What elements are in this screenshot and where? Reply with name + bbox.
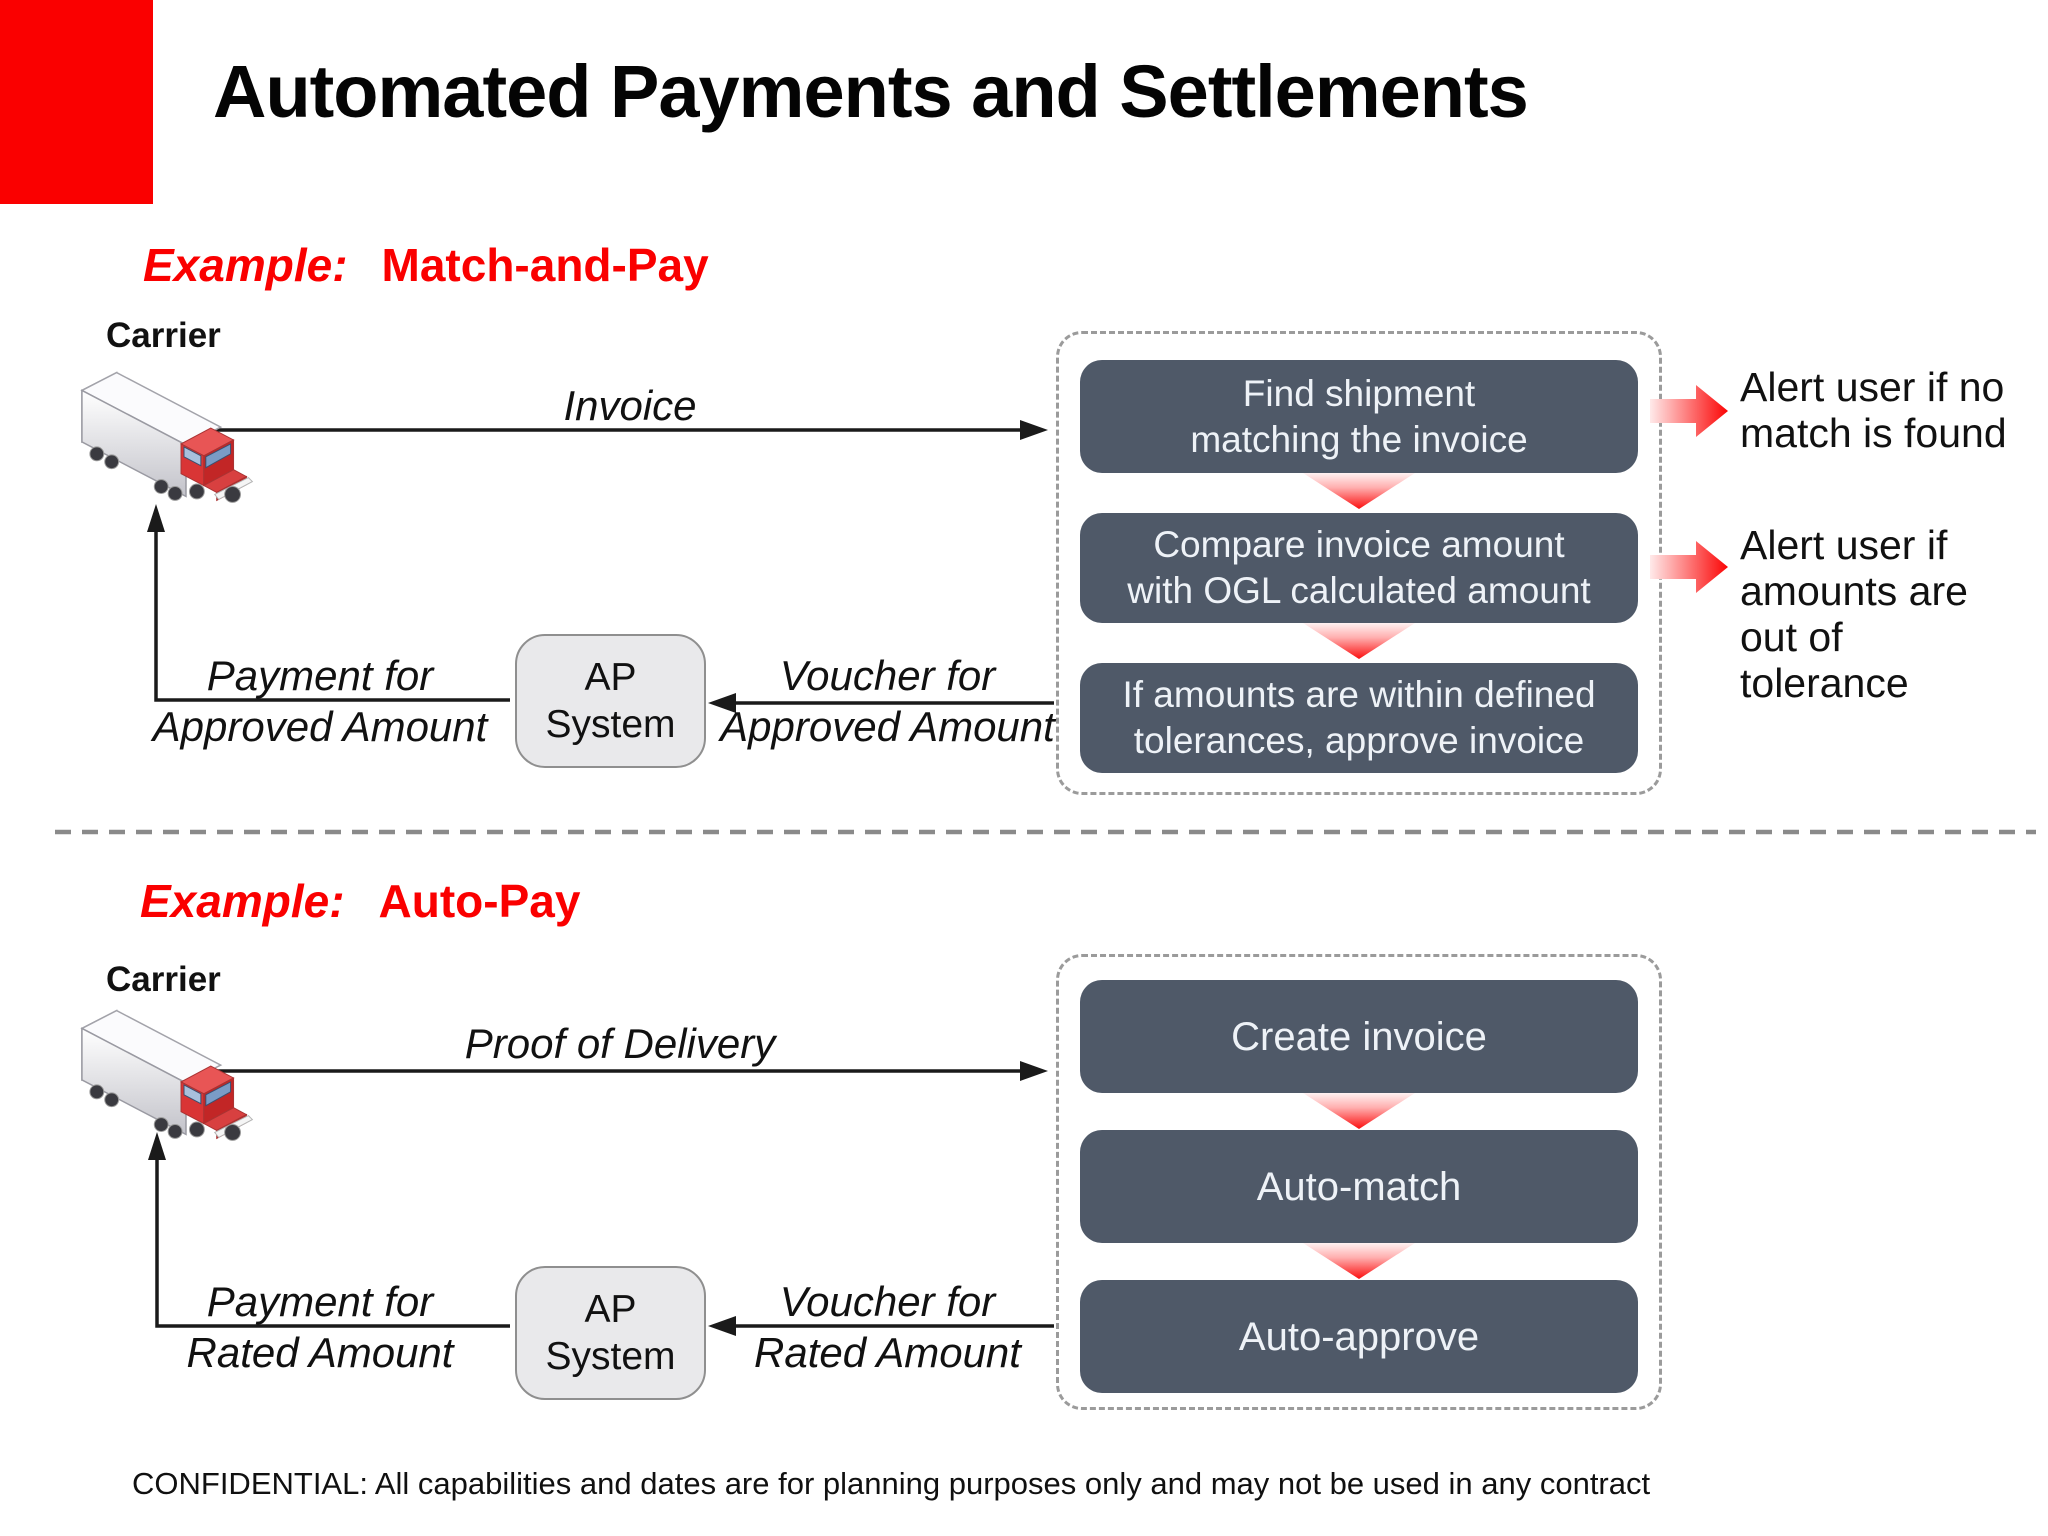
step-create-invoice: Create invoice <box>1080 980 1638 1093</box>
process-container-auto: Create invoice Auto-match Auto-approve <box>1056 954 1662 1410</box>
red-arrow-down-icon <box>1303 1243 1415 1279</box>
red-arrow-right-icon <box>1650 541 1728 593</box>
invoice-flow-label: Invoice <box>563 382 697 429</box>
heading-prefix: Example: <box>143 239 348 291</box>
step-auto-match: Auto-match <box>1080 1130 1638 1243</box>
voucher-label-auto: Voucher for Rated Amount <box>754 1278 1021 1376</box>
red-arrow-down-icon <box>1303 1093 1415 1129</box>
heading-name: Match-and-Pay <box>381 239 709 291</box>
ap-system-box-match: AP System <box>515 634 706 768</box>
voucher-label-match: Voucher for Approved Amount <box>720 652 1055 750</box>
step-compare-amounts: Compare invoice amount with OGL calculat… <box>1080 513 1638 623</box>
heading-auto-pay: Example: Auto-Pay <box>140 874 580 928</box>
heading-prefix: Example: <box>140 875 345 927</box>
process-container-match: Find shipment matching the invoice Compa… <box>1056 331 1662 795</box>
confidential-footer: CONFIDENTIAL: All capabilities and dates… <box>132 1466 1651 1501</box>
alert-out-of-tolerance: Alert user if amounts are out of toleran… <box>1740 522 1968 706</box>
step-approve-invoice: If amounts are within defined tolerances… <box>1080 663 1638 773</box>
brand-corner-block <box>0 0 153 204</box>
truck-icon <box>80 1009 254 1141</box>
payment-label-match: Payment for Approved Amount <box>152 652 488 750</box>
red-arrow-down-icon <box>1303 473 1415 509</box>
step-find-shipment: Find shipment matching the invoice <box>1080 360 1638 473</box>
proof-of-delivery-label: Proof of Delivery <box>464 1020 776 1067</box>
heading-name: Auto-Pay <box>378 875 581 927</box>
alert-no-match: Alert user if no match is found <box>1740 364 2007 456</box>
truck-icon <box>80 371 254 503</box>
heading-match-and-pay: Example: Match-and-Pay <box>143 238 709 292</box>
carrier-label-match: Carrier <box>106 316 221 355</box>
carrier-label-auto: Carrier <box>106 960 221 999</box>
red-arrow-down-icon <box>1303 623 1415 659</box>
payment-label-auto: Payment for Rated Amount <box>186 1278 454 1376</box>
ap-system-box-auto: AP System <box>515 1266 706 1400</box>
red-arrow-right-icon <box>1650 385 1728 437</box>
step-auto-approve: Auto-approve <box>1080 1280 1638 1393</box>
page-title: Automated Payments and Settlements <box>213 50 1529 133</box>
